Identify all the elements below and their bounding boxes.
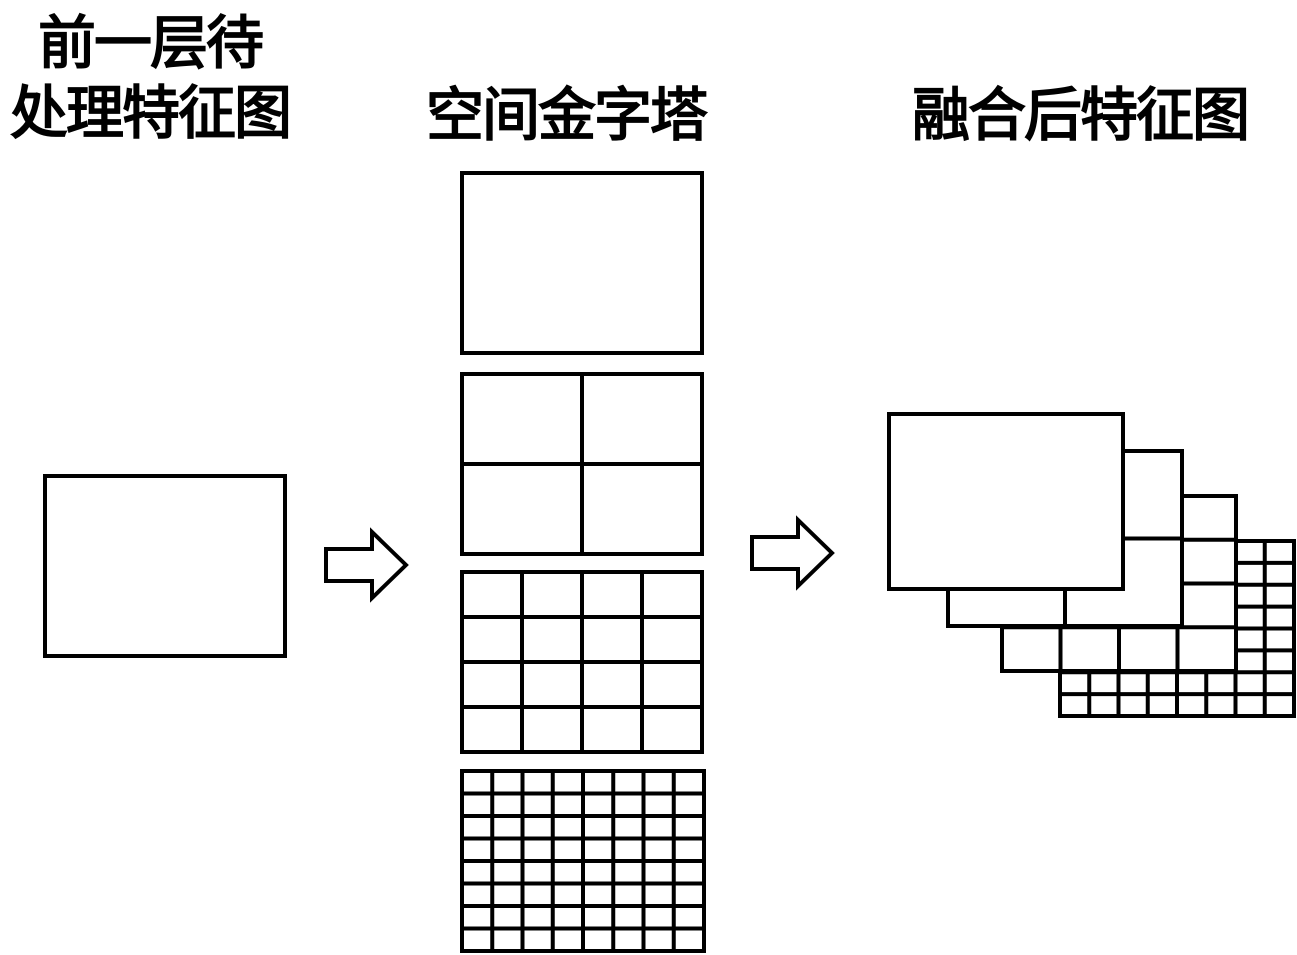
level-4x4 (460, 570, 704, 754)
arrow-to-pyramid-icon (324, 527, 409, 603)
input-label-line2: 处理特征图 (9, 79, 292, 147)
input-feature-map (43, 474, 287, 658)
spatial-pyramid (460, 171, 706, 953)
input-feature-map-label: 前一层待 处理特征图 (0, 8, 300, 148)
level-1x1-border (460, 171, 704, 355)
fused-feature-map-label: 融合后特征图 (912, 81, 1250, 149)
input-label-line1: 前一层待 (37, 9, 264, 77)
input-map-rect (43, 474, 287, 658)
stack-layer-1x1-border (887, 412, 1125, 591)
input-map-rect-border (43, 474, 287, 658)
arrow-to-fused-icon (750, 515, 835, 591)
spatial-pyramid-label: 空间金字塔 (426, 81, 708, 149)
level-8x8 (460, 769, 706, 953)
stack-layer-1x1 (887, 412, 1125, 591)
arrow-to-fused-icon (750, 515, 835, 591)
level-2x2 (460, 372, 704, 556)
level-1x1 (460, 171, 704, 355)
arrow-to-pyramid-icon (324, 527, 409, 603)
fused-feature-map-stack (887, 412, 1296, 718)
